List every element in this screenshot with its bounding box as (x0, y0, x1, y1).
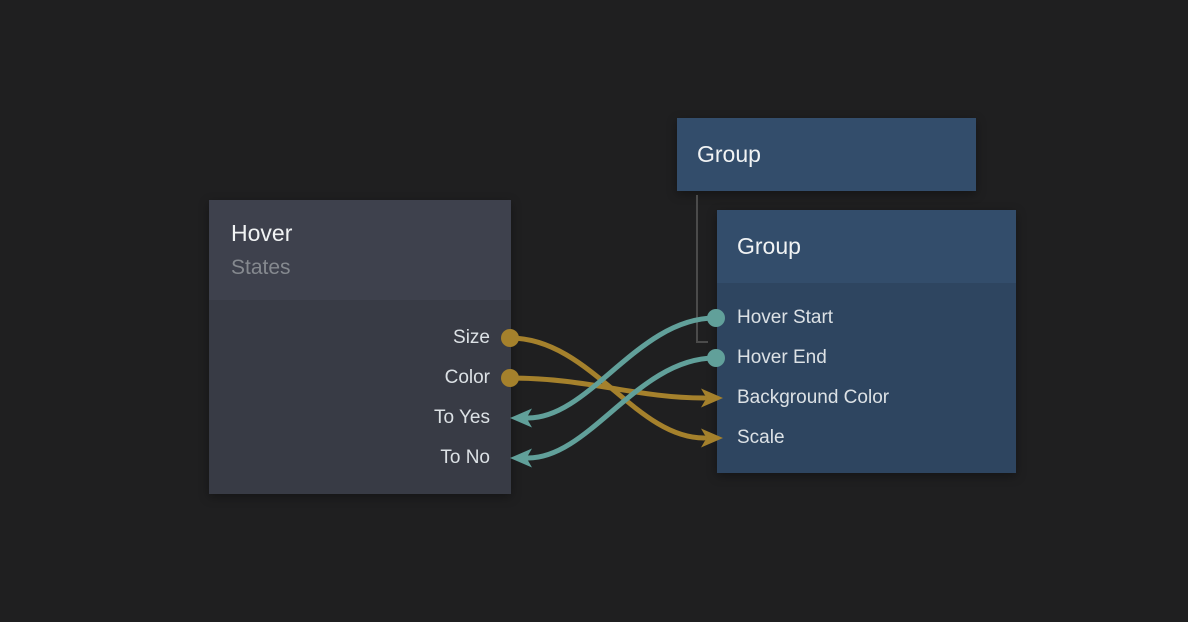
wire-hover-end-to-to-no[interactable] (525, 355, 718, 461)
port-row-hover-end[interactable]: Hover End (717, 338, 1016, 378)
port-row-hover-start[interactable]: Hover Start (717, 298, 1016, 338)
port-row-color[interactable]: Color (209, 358, 511, 398)
port-row-scale[interactable]: Scale (717, 418, 1016, 458)
wire-color-to-background-color[interactable] (507, 375, 707, 401)
port-label-to-no: To No (440, 447, 490, 468)
node-hover-title: Hover (231, 220, 293, 246)
node-group-header[interactable]: Group (717, 210, 1016, 283)
port-row-to-yes[interactable]: To Yes (209, 398, 511, 438)
port-label-to-yes: To Yes (434, 407, 490, 428)
port-label-size: Size (453, 327, 490, 348)
node-hover[interactable]: Hover States Size Color To Yes To No (209, 200, 511, 494)
node-group-collapsed[interactable]: Group (677, 118, 976, 191)
wire-size-to-scale[interactable] (507, 335, 707, 441)
node-group-title: Group (737, 233, 801, 259)
port-label-color: Color (444, 367, 490, 388)
node-group-collapsed-title: Group (697, 141, 761, 167)
port-label-hover-end: Hover End (737, 347, 827, 368)
wire-hover-start-to-to-yes[interactable] (525, 315, 718, 421)
port-row-size[interactable]: Size (209, 318, 511, 358)
port-label-background-color: Background Color (737, 387, 890, 408)
hierarchy-line (696, 195, 708, 343)
node-group[interactable]: Group Hover Start Hover End Background C… (717, 210, 1016, 473)
port-label-hover-start: Hover Start (737, 307, 834, 328)
node-hover-header[interactable]: Hover States (209, 200, 511, 300)
node-hover-subtitle: States (231, 256, 291, 279)
port-arrow-to-yes[interactable] (510, 408, 532, 428)
node-group-collapsed-header[interactable]: Group (677, 118, 976, 191)
port-row-background-color[interactable]: Background Color (717, 378, 1016, 418)
node-hover-body: Size Color To Yes To No (209, 300, 511, 494)
node-group-body: Hover Start Hover End Background Color S… (717, 283, 1016, 473)
port-row-to-no[interactable]: To No (209, 438, 511, 478)
port-label-scale: Scale (737, 427, 785, 448)
port-arrow-to-no[interactable] (510, 448, 532, 468)
